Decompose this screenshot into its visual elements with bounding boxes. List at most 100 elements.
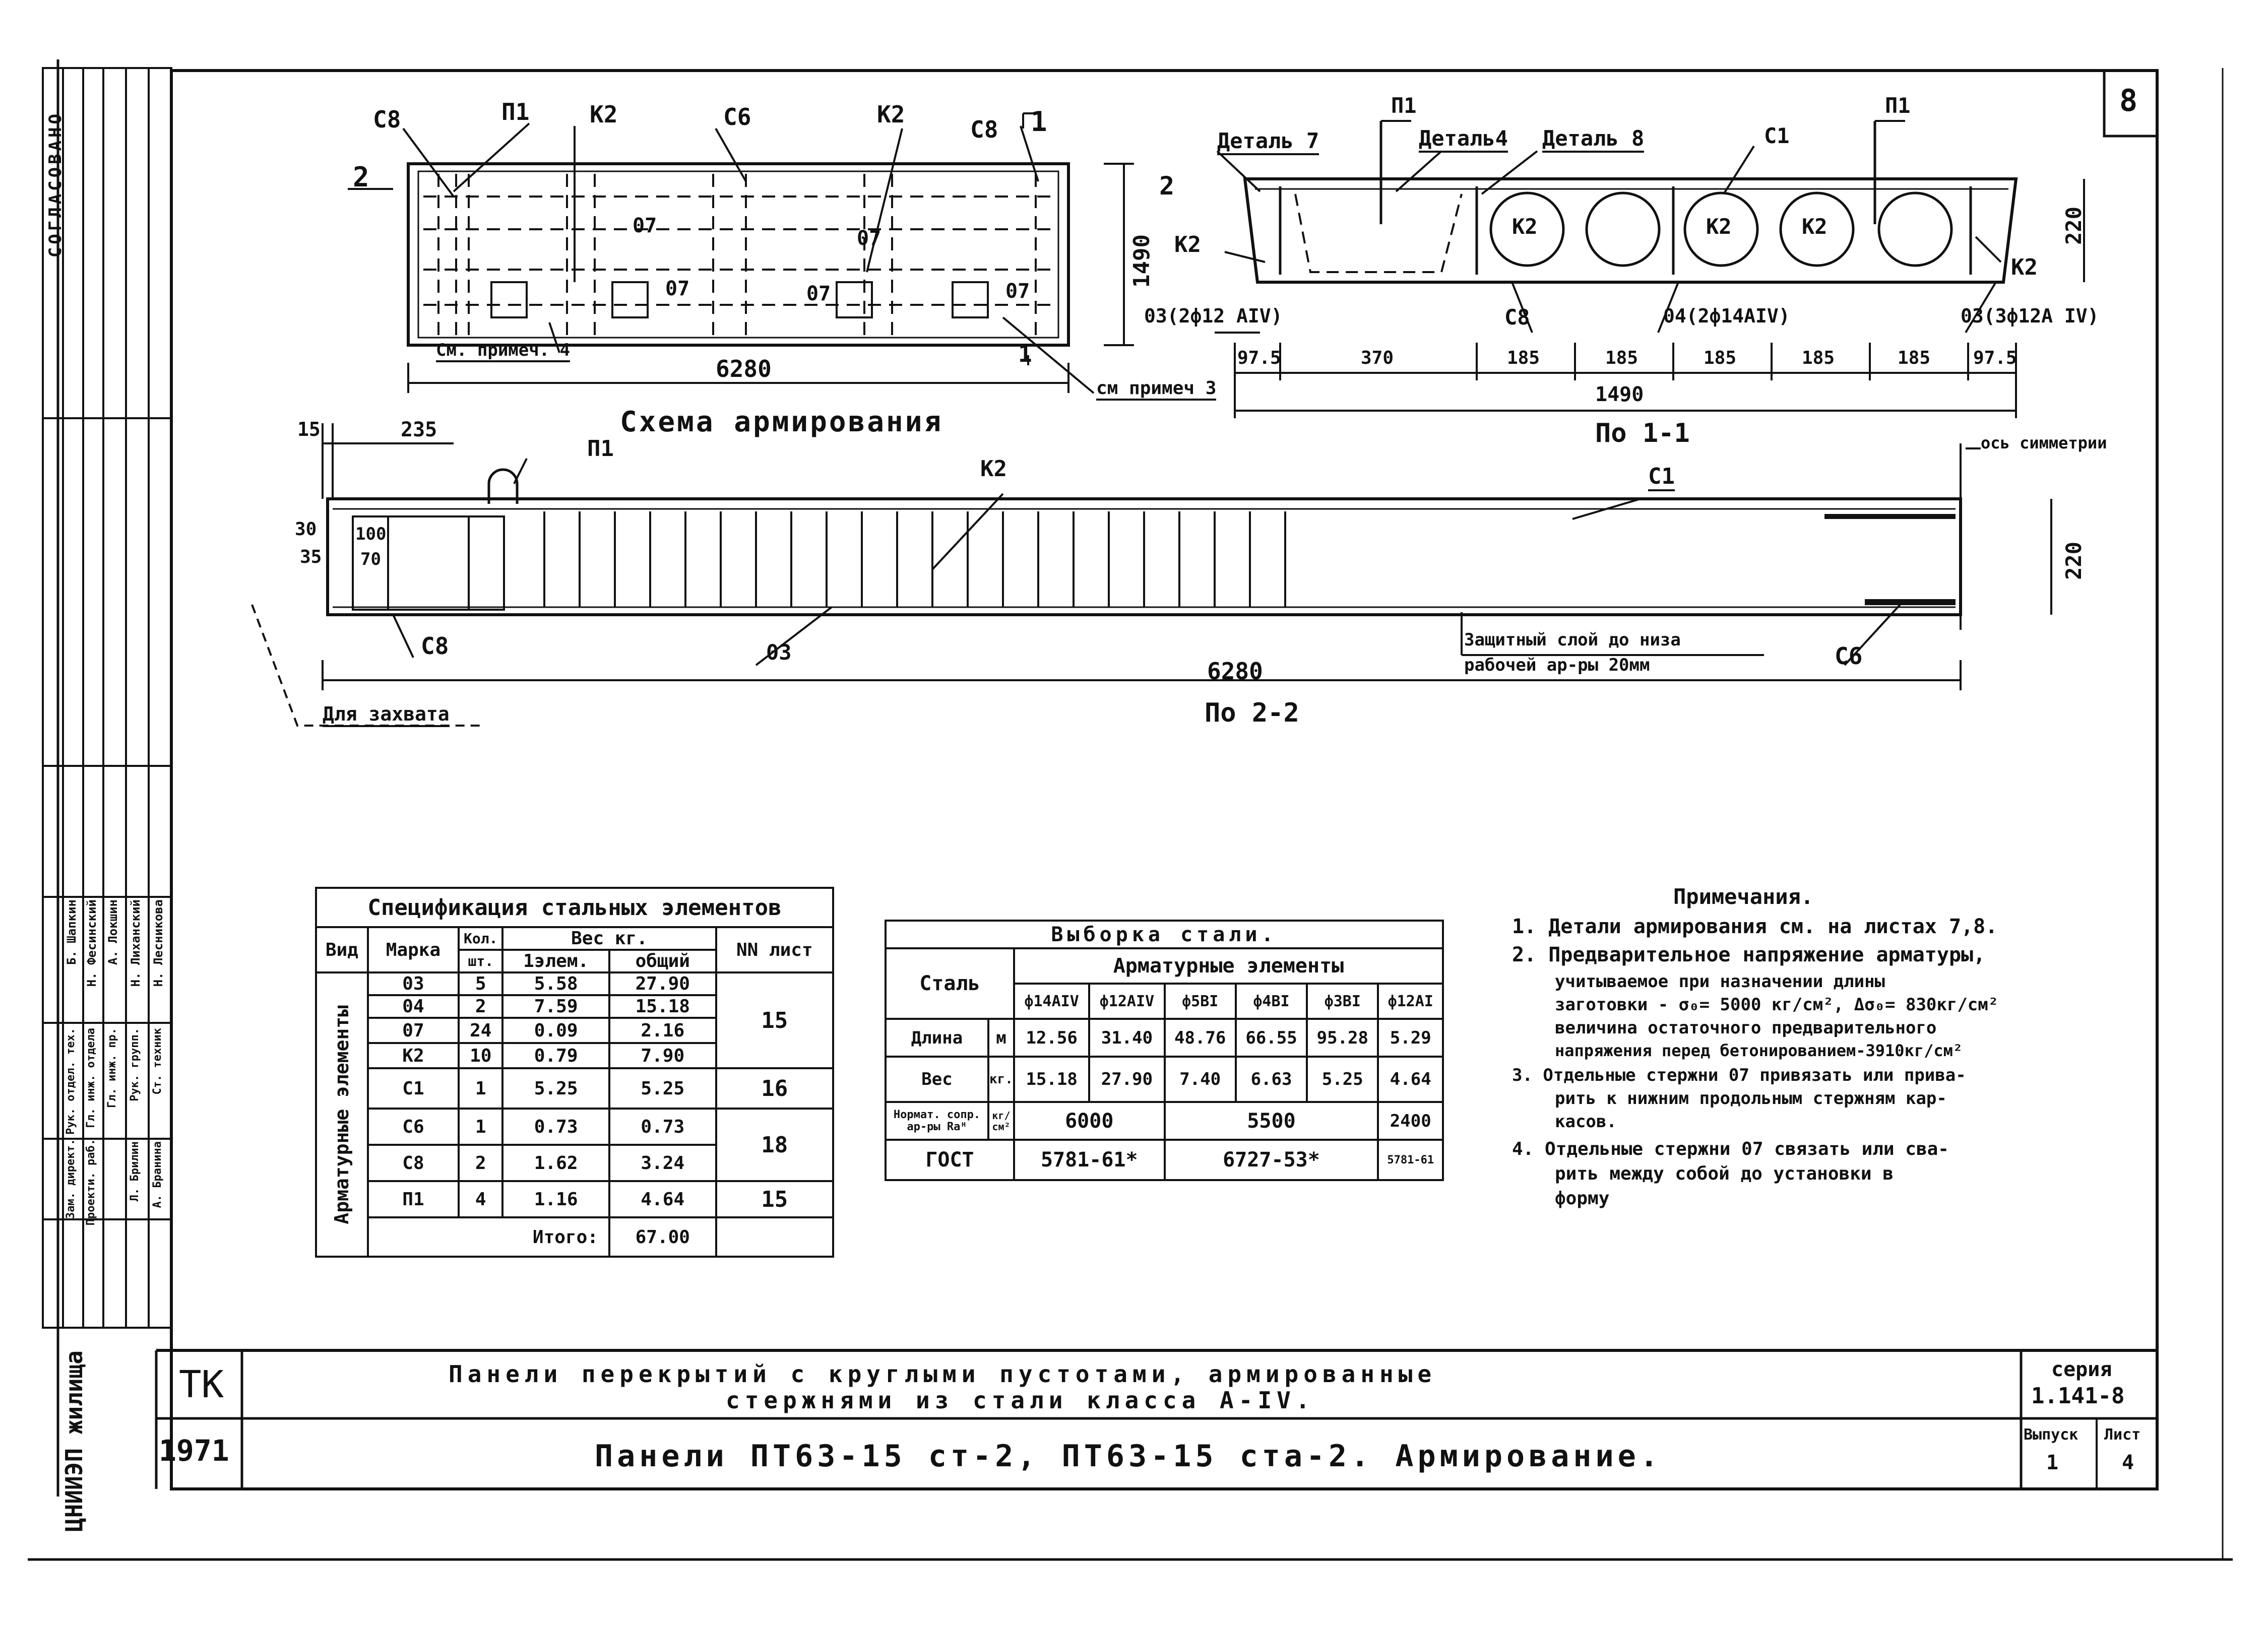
spec-header-weight: Вес кг. [501,926,717,951]
steel-header-elements: Арматурные элементы [1013,947,1444,985]
spec-header-qty: Кол. [458,926,504,951]
section22-dim-100: 100 [355,524,387,544]
steel-length: 48.76 [1163,1018,1237,1058]
section11-dim-2: 370 [1361,348,1394,368]
side-name: Н. Фесинский [85,899,99,987]
section22-dim-30: 30 [295,519,317,540]
side-role: Проекти. раб. [85,1139,97,1226]
steel-weight: 5.25 [1306,1056,1379,1103]
spec-one: 0.79 [501,1042,610,1069]
note-line: величина остаточного предварительного [1555,1018,1937,1038]
plan-label-o7-e: 07 [1005,280,1030,303]
steel-gost-c: 5781-61 [1377,1139,1444,1181]
section11-dim-1: 97.5 [1237,348,1281,368]
plan-label-k2-left: К2 [590,101,618,128]
steel-table-title: Выборка стали. [885,920,1444,949]
spec-total: 27.90 [608,971,717,996]
spec-header-sheet: NN лист [715,926,835,973]
notes-title: Примечания. [1673,884,1814,909]
spec-table: Спецификация стальных элементов Вид Марк… [315,887,835,1258]
side-sign-name: Л. Брилин [129,1141,141,1202]
section11-label-detail8: Деталь 8 [1542,126,1645,153]
stamp-year: 1971 [159,1434,229,1468]
side-role: Зам. директ. [65,1139,77,1219]
section11-label-k2-left: К2 [1174,232,1201,257]
spec-mark: 04 [366,994,460,1019]
steel-weight: 27.90 [1088,1056,1166,1103]
spec-qty: 1 [458,1108,504,1146]
section11-label-p1-right: П1 [1885,93,1911,118]
note-line: касов. [1555,1112,1617,1132]
spec-kind-cell: Арматурные элементы [315,971,369,1258]
side-name: Б. Шапкин [65,899,79,965]
section11-label-k2-right: К2 [2011,254,2038,280]
section22-height-dimension: 220 [2061,542,2086,580]
plan-note-4-callout: См. примеч. 4 [436,340,571,362]
note-line: заготовки - σ₀= 5000 кг/см², Δσ₀= 830кг/… [1555,995,1999,1015]
side-name: Н. Лиханский [129,899,143,987]
plan-label-o7-c: 07 [857,227,881,250]
spec-one: 1.16 [501,1180,610,1218]
spec-total: 15.18 [608,994,717,1019]
steel-gost-label: ГОСТ [885,1139,1015,1181]
plan-label-o7-d: 07 [806,282,831,305]
section11-label-p1-left: П1 [1391,93,1417,118]
steel-length: 5.29 [1377,1018,1444,1058]
section11-dim-4: 185 [1605,348,1639,368]
spec-total-label: Итого: [366,1216,610,1258]
spec-qty: 4 [458,1180,504,1218]
section11-callout-c8: С8 [1504,305,1530,330]
section11-dim-8: 97.5 [1973,348,2017,368]
plan-title: Схема армирования [620,406,943,438]
note-line: 4. Отдельные стержни 07 связать или сва- [1512,1139,1949,1159]
spec-one: 5.58 [501,971,610,996]
section22-length-dimension: 6280 [1207,658,1263,685]
stamp-issue: 1 [2046,1451,2059,1474]
section11-callout-o3-left: 03(2ф12 АIV) [1144,305,1283,327]
stamp-title-line2: стержнями из стали класса А-IV. [726,1387,1315,1414]
plan-label-k2-right: К2 [877,101,905,128]
spec-mark: 07 [366,1017,460,1044]
plan-label-c6: С6 [723,103,751,131]
plan-label-o7-b: 07 [665,277,690,300]
note-line: 2. Предварительное напряжение арматуры, [1512,943,1986,966]
stamp-subtitle: Панели ПТ63-15 ст-2, ПТ63-15 ста-2. Арми… [595,1439,1662,1474]
section22-symmetry-axis: ось симметрии [1981,433,2107,452]
plan-label-p1: П1 [501,98,530,125]
steel-table: Выборка стали. Сталь Арматурные элементы… [885,920,1444,1181]
section11-dim-5: 185 [1704,348,1737,368]
spec-one: 5.25 [501,1067,610,1110]
plan-label-c8: С8 [373,106,401,133]
side-sign-name: А. Бранина [151,1141,164,1208]
plan-cut-mark-left: 2 [353,161,369,193]
section11-callout-o3-right: 03(3ф12А IV) [1961,305,2099,327]
spec-header-one: 1элем. [501,949,610,973]
side-institute: ЦНИИЭП жилища [60,1350,88,1532]
steel-norm-a: 6000 [1013,1101,1166,1141]
note-line: напряжения перед бетонированием-3910кг/с… [1555,1041,1963,1060]
section11-void-4-label: К2 [1802,214,1828,239]
section11-label-detail4: Деталь4 [1419,126,1508,153]
steel-col: ф12АIV [1088,983,1166,1020]
stamp-label: ТК [179,1363,224,1406]
note-line: рить к нижним продольным стержням кар- [1555,1088,1947,1109]
spec-header-mark: Марка [366,926,460,973]
spec-table-title: Спецификация стальных элементов [315,887,834,928]
section11-total-dimension: 1490 [1595,383,1644,406]
plan-note-3-callout: см примеч 3 [1096,378,1217,401]
steel-norm-b: 5500 [1163,1101,1379,1141]
steel-col: ф12АI [1377,983,1444,1020]
stamp-series-label: серия [2051,1358,2112,1381]
spec-header-qty-unit: шт. [458,949,504,973]
spec-sheet: 15 [715,1180,835,1218]
side-name: А. Локшин [106,899,120,965]
plan-width-dimension: 1490 [1129,234,1155,288]
spec-qty: 2 [458,994,504,1019]
spec-header-total: общий [608,949,717,973]
section22-label-k2: К2 [980,456,1007,482]
stamp-sheet-label: Лист [2104,1426,2141,1444]
steel-weight: 4.64 [1377,1056,1444,1103]
stamp-series: 1.141-8 [2031,1383,2125,1409]
steel-gost-a: 5781-61* [1013,1139,1166,1181]
